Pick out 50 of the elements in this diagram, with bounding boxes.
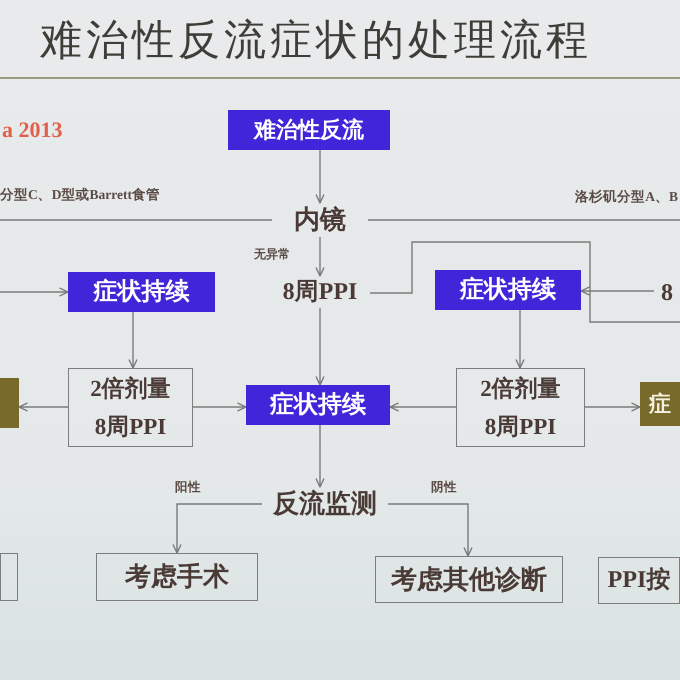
step-box [0, 553, 18, 601]
process-box [246, 385, 390, 425]
step-label: 8周PPI [270, 276, 370, 308]
edge-label: 洛杉矶分型A、B [575, 189, 678, 206]
connector-line [368, 219, 680, 221]
step-label: 考虑其他诊断 [391, 564, 547, 596]
step-box [456, 368, 585, 447]
arrow [172, 503, 262, 554]
step-label: 考虑手术 [125, 561, 229, 593]
arrow [580, 286, 654, 296]
arrow [515, 310, 525, 369]
step-box [375, 556, 563, 603]
step-label: 2倍剂量8周PPI [89, 374, 172, 440]
arrow [315, 425, 325, 488]
arrow [128, 312, 138, 369]
connector-line [370, 241, 680, 323]
arrow [389, 402, 456, 412]
result-box [640, 382, 680, 426]
slide-title: 难治性反流症状的处理流程 [40, 14, 592, 66]
edge-label: 无异常 [254, 247, 290, 262]
arrow [315, 237, 325, 277]
edge-label: 阳性 [175, 480, 201, 495]
connector-line [0, 219, 272, 221]
step-label: 8 [654, 279, 680, 307]
process-box [68, 272, 215, 312]
arrow [18, 402, 68, 412]
edge-label: 分型C、D型或Barrett食管 [0, 187, 160, 204]
result-box [0, 378, 19, 428]
step-box [68, 368, 193, 447]
step-label: 症状持续 [460, 276, 556, 304]
step-label: 难治性反流 [254, 116, 364, 144]
step-label: 症状持续 [94, 278, 190, 306]
step-box [96, 553, 258, 601]
process-box [435, 270, 581, 310]
step-label: PPI按 [608, 566, 670, 595]
step-label: 症状持续 [270, 390, 366, 420]
arrow [193, 402, 247, 412]
reference-note: a 2013 [2, 117, 62, 144]
arrow [0, 287, 69, 297]
arrow [315, 308, 325, 386]
step-box [598, 557, 680, 604]
step-label: 反流监测 [262, 487, 388, 521]
process-box [228, 110, 390, 150]
step-label: 症 [649, 390, 671, 418]
step-label: 内镜 [272, 203, 368, 237]
arrow [315, 150, 325, 204]
edge-label: 阴性 [431, 480, 457, 495]
arrow [585, 402, 641, 412]
arrow [388, 503, 473, 557]
step-label: 2倍剂量8周PPI [479, 374, 562, 440]
